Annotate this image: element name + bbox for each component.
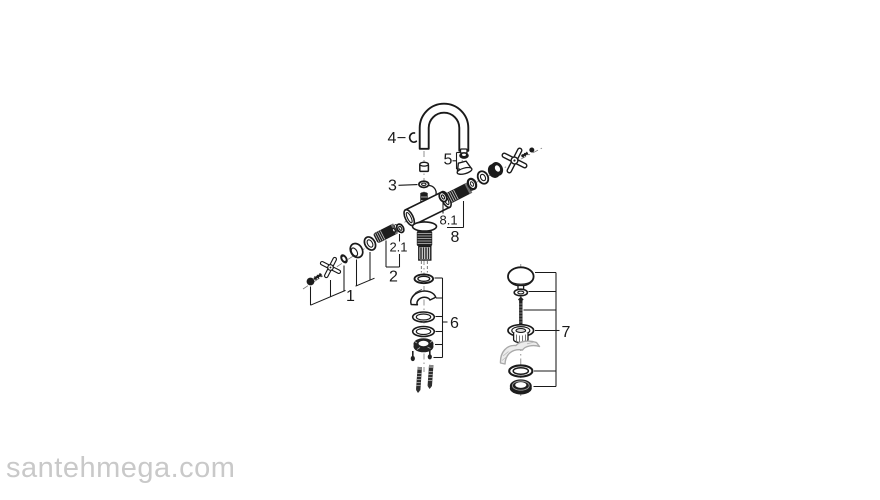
aerator-clip [408, 132, 418, 143]
handle-ring-right [466, 177, 478, 191]
part-label-2: 2 [389, 269, 398, 286]
part-label-4: 4 [388, 130, 397, 147]
part-label-5: 5 [444, 152, 453, 169]
drain-rod [518, 296, 524, 325]
handle-bell-right [487, 162, 504, 178]
watermark-text: santehmega.com [6, 452, 236, 484]
mounting-set [410, 273, 437, 393]
body-base-flange [411, 221, 438, 232]
bracket-6 [433, 277, 448, 359]
horseshoe-bracket [410, 289, 437, 306]
cross-handle-right [499, 145, 530, 176]
mounting-studs [416, 364, 434, 393]
drain-o-ring [508, 364, 534, 378]
spacer-ring-left [391, 227, 397, 233]
o-ring-2-1 [395, 223, 405, 234]
part-label-8: 8 [451, 229, 460, 246]
spout-retainer-set [456, 148, 473, 175]
drain-set [499, 266, 541, 395]
part-label-1: 1 [346, 288, 355, 305]
o-ring-3 [418, 180, 430, 189]
body-left-port-bore [405, 211, 413, 224]
handle-screw-left [306, 273, 323, 286]
leader-3 [398, 184, 418, 186]
part-label-8-1: 8.1 [440, 213, 458, 228]
cross-handle-left [318, 255, 343, 280]
drain-washer [513, 288, 529, 297]
escutcheon [456, 160, 473, 175]
mounting-nut [413, 338, 434, 353]
bracket-5 [452, 151, 460, 170]
drain-plug [507, 266, 535, 291]
bracket-8 [442, 201, 465, 229]
handle-sleeve-left [363, 236, 377, 251]
handle-screw-right [520, 151, 529, 158]
part-label-7: 7 [562, 324, 571, 341]
handle-cap-dot-right [529, 147, 535, 153]
drain-nut [509, 379, 532, 395]
spout-nut [419, 161, 430, 173]
basin-cutaway [499, 340, 541, 365]
part-label-3: 3 [388, 178, 397, 195]
mounting-screws [410, 349, 432, 362]
splined-shank-end [418, 245, 432, 261]
o-ring-8-1 [438, 191, 448, 203]
drain-flange [507, 323, 535, 344]
bracket-1 [309, 252, 375, 306]
handle-cap-left [349, 242, 364, 259]
bracket-2 [385, 234, 401, 268]
handle-ring-left [340, 254, 348, 264]
threaded-shank [416, 231, 433, 246]
handle-cap-right [476, 170, 490, 185]
part-label-6: 6 [450, 315, 459, 332]
bracket-7 [523, 271, 560, 388]
spout [418, 102, 470, 152]
faucet-body [403, 190, 452, 273]
part-label-2-1: 2.1 [389, 240, 407, 255]
